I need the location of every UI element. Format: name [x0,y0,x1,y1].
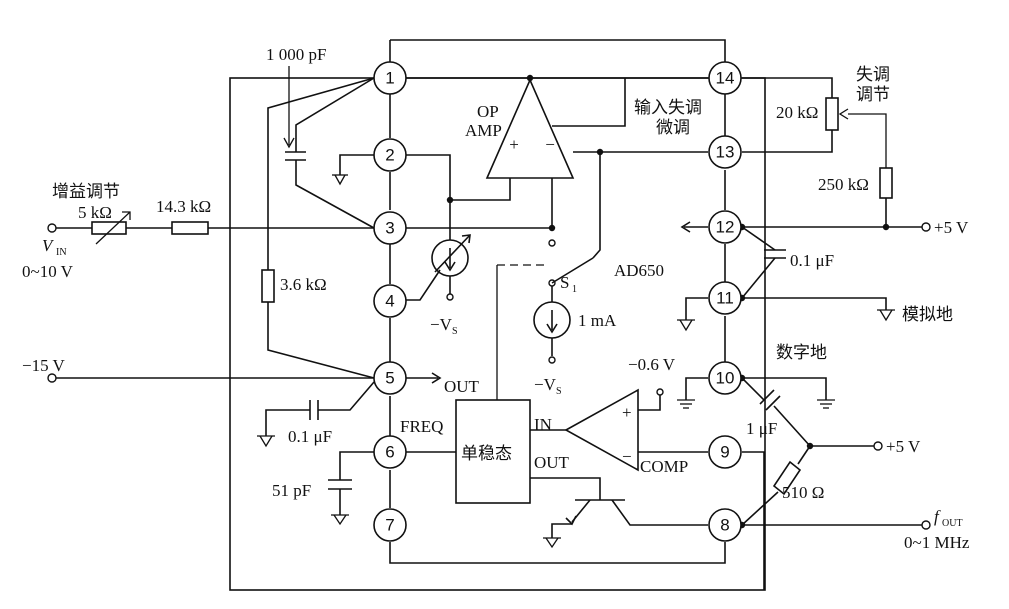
pin-2: 2 [373,138,407,172]
supply-plus5v-top: +5 V AD650 0.1 μF 模拟地 [614,218,969,332]
plus5v-top-label: +5 V [934,218,969,237]
pin-4-number: 4 [385,292,394,311]
current-source-1ma: 1 mA −V S [533,286,617,397]
pin-9: 9 [708,435,742,469]
left-pin-spine [389,94,726,564]
neg-vs-label-2-sub: S [556,386,562,397]
current-1ma-label: 1 mA [578,311,617,330]
op-amp: + − OP AMP [404,77,708,259]
switch-label: S [560,273,569,292]
fout-label-sub: OUT [942,518,963,529]
analog-gnd-label: 模拟地 [902,305,953,325]
pin-14: 14 [708,61,742,95]
pin-10-number: 10 [716,369,735,388]
pin-3-number: 3 [385,219,394,238]
offset-adjust-label-2: 调节 [856,85,890,105]
cap-1000pf-label: 1 000 pF [266,45,326,64]
pin-6-number: 6 [385,443,394,462]
pin-11-number: 11 [716,289,734,308]
cap-0-1uf-left-label: 0.1 μF [288,427,332,446]
opamp-label-2: AMP [465,121,502,140]
neg-vs-label: −V [430,315,453,334]
neg0-6v-label: −0.6 V [628,355,676,374]
oneshot-out-label: OUT [534,453,570,472]
fout-output: f OUT 0~1 MHz [738,507,970,552]
oneshot-in-label: IN [534,415,552,434]
pin-12-number: 12 [716,218,735,237]
pin-14-number: 14 [716,69,735,88]
oneshot-label: 单稳态 [461,444,512,464]
opamp-minus: − [545,135,555,154]
offset-fine-label-2: 微调 [656,118,690,138]
res-250k-label: 250 kΩ [818,175,869,194]
opamp-plus: + [509,135,519,154]
output-transistor [543,499,708,549]
cap-0-1uf-left: 0.1 μF [257,381,375,448]
res-510-label: 510 Ω [782,483,824,502]
out-label: OUT [444,377,480,396]
neg15v-label: −15 V [22,356,66,375]
pin-4: 4 [373,284,407,318]
gain-input: 增益调节 5 kΩ 14.3 kΩ V IN 0~10 V [22,182,211,281]
pot-5k-label: 5 kΩ [78,203,112,222]
vin-range-label: 0~10 V [22,262,74,281]
pin-12: 12 [708,210,742,244]
pin-9-number: 9 [720,443,729,462]
pot-20k-label: 20 kΩ [776,103,818,122]
pin-1-number: 1 [385,69,394,88]
comparator: + − −0.6 V COMP [564,355,708,476]
cap-1000pf: 1 000 pF 3.6 kΩ [261,45,375,379]
pin-3: 3 [373,211,407,245]
pin-10: 10 [708,361,742,395]
neg-vs-label-2: −V [534,375,557,394]
comp-label: COMP [640,457,688,476]
pin-8: 8 [708,508,742,542]
opamp-label-1: OP [477,102,499,121]
vin-label: V [42,236,55,255]
pin-13: 13 [708,135,742,169]
offset-fine-label: 输入失调 [634,98,702,118]
pin-5-number: 5 [385,369,394,388]
current-source-pin4: −V S [406,234,471,337]
one-shot-block: 单稳态 IN OUT [455,399,601,504]
res-14-3k-label: 14.3 kΩ [156,197,211,216]
res-3-6k-label: 3.6 kΩ [280,275,327,294]
pin-5: 5 [373,361,407,395]
offset-network: 失调 调节 20 kΩ 250 kΩ 输入失调 微调 [634,65,893,227]
cap-1uf-label: 1 μF [746,419,777,438]
chip-name-label: AD650 [614,261,664,280]
digital-gnd-label: 数字地 [776,343,827,363]
cap-51pf: 51 pF FREQ [272,417,456,526]
pin-1: 1 [373,61,407,95]
pin-7: 7 [373,508,407,542]
comp-minus: − [622,447,632,466]
fout-range-label: 0~1 MHz [904,533,970,552]
pin-8-number: 8 [720,516,729,535]
pin-2-number: 2 [385,146,394,165]
pin-6: 6 [373,435,407,469]
plus5v-right-label: +5 V [886,437,921,456]
gain-adjust-label: 增益调节 [52,182,120,202]
neg15v-input: −15 V OUT [22,356,480,396]
cap-51pf-label: 51 pF [272,481,311,500]
pin-13-number: 13 [716,143,735,162]
vin-label-sub: IN [56,247,67,258]
neg-vs-label-sub: S [452,326,458,337]
offset-adjust-label: 失调 [856,65,890,85]
cap-0-1uf-right-label: 0.1 μF [790,251,834,270]
pin-11: 11 [708,281,742,315]
comp-plus: + [622,403,632,422]
switch-label-sub: 1 [572,284,577,295]
pin-7-number: 7 [385,516,394,535]
freq-label: FREQ [400,417,443,436]
switch-s1: S 1 [496,239,594,400]
fout-label: f [934,507,941,526]
